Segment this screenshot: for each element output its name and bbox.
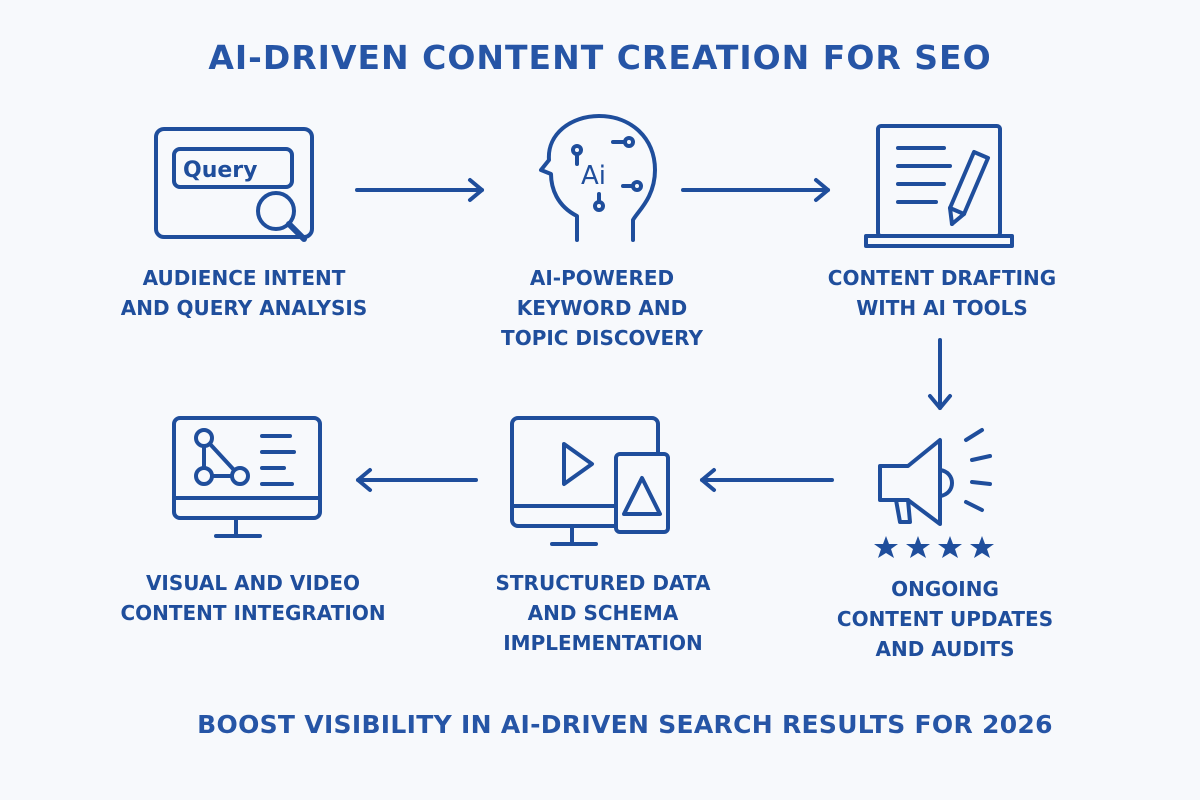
- step-audience-intent-label: AUDIENCE INTENT AND QUERY ANALYSIS: [120, 266, 368, 320]
- step-ongoing-updates-label: ONGOING CONTENT UPDATES AND AUDITS: [836, 577, 1054, 661]
- arrow-step2-to-step3: [681, 178, 830, 202]
- step-ai-keyword-discovery-label: AI-POWERED KEYWORD AND TOPIC DISCOVERY: [501, 266, 703, 350]
- diagram-title: AI-DRIVEN CONTENT CREATION FOR SEO: [208, 38, 992, 77]
- step-structured-data-label: STRUCTURED DATA AND SCHEMA IMPLEMENTATIO…: [495, 571, 711, 655]
- monitor-share-network-icon: [172, 416, 322, 538]
- step-content-drafting-label: CONTENT DRAFTING WITH AI TOOLS: [827, 266, 1057, 320]
- ai-head-icon: Ai: [539, 114, 657, 242]
- step-visual-video-label: VISUAL AND VIDEO CONTENT INTEGRATION: [120, 571, 386, 625]
- ai-head-text: Ai: [581, 161, 606, 191]
- arrow-step3-to-step4: [928, 338, 952, 410]
- query-box-text: Query: [183, 158, 257, 183]
- arrow-step1-to-step2: [355, 178, 484, 202]
- megaphone-stars-icon: [874, 428, 994, 558]
- footer-tagline: BOOST VISIBILITY IN AI-DRIVEN SEARCH RES…: [197, 710, 1053, 739]
- rating-stars: [874, 536, 994, 558]
- search-query-window-icon: Query: [154, 127, 314, 242]
- laptop-document-pencil-icon: [864, 124, 1014, 248]
- arrow-step5-to-step6: [356, 468, 478, 492]
- monitor-tablet-media-icon: [510, 416, 670, 546]
- arrow-step4-to-step5: [700, 468, 834, 492]
